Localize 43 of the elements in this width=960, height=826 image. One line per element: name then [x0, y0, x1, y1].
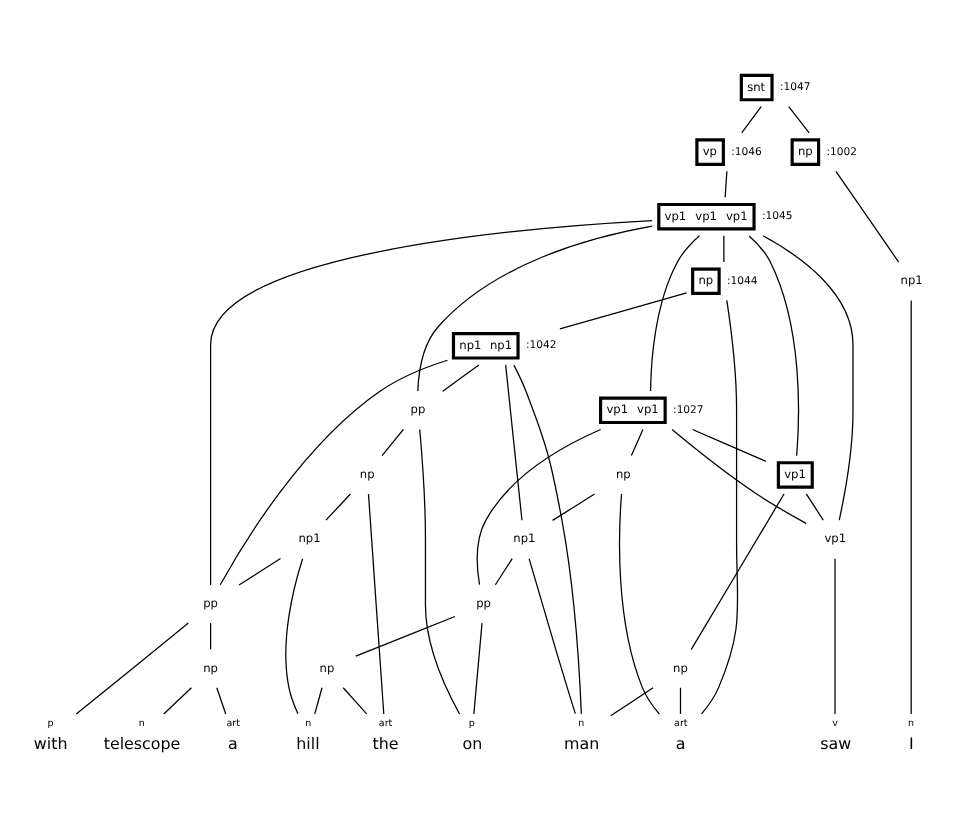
connector [723, 170, 727, 199]
connector [512, 364, 581, 715]
connector [74, 622, 188, 715]
connector [787, 106, 809, 134]
connector [740, 106, 761, 134]
connector [441, 364, 479, 392]
connector [761, 235, 853, 521]
connector [909, 299, 911, 715]
connector [162, 687, 192, 715]
connector [380, 428, 403, 457]
connector [208, 219, 652, 586]
connector [354, 615, 455, 657]
connector [284, 558, 303, 715]
connector [215, 687, 226, 715]
connector [648, 235, 700, 392]
connector [416, 225, 652, 392]
connector [324, 493, 351, 521]
connector [804, 493, 823, 521]
connector [678, 687, 681, 715]
connector [617, 493, 659, 715]
connector [418, 428, 460, 715]
connector [237, 557, 281, 586]
connector [313, 687, 322, 715]
connector [527, 558, 575, 715]
connector [689, 493, 784, 651]
connector [341, 687, 367, 715]
connector [609, 687, 653, 717]
connector [493, 557, 512, 586]
connector [218, 359, 448, 586]
connector [722, 235, 724, 263]
connector [475, 428, 601, 586]
connector [208, 622, 211, 650]
connector [747, 235, 799, 457]
connector [558, 292, 687, 330]
connector [834, 170, 899, 263]
connector [670, 428, 806, 524]
connector [629, 428, 643, 457]
connector [472, 622, 482, 715]
connector [366, 493, 384, 715]
connector [699, 299, 738, 715]
connector [550, 493, 595, 521]
connector [690, 428, 766, 462]
connector [504, 364, 522, 521]
